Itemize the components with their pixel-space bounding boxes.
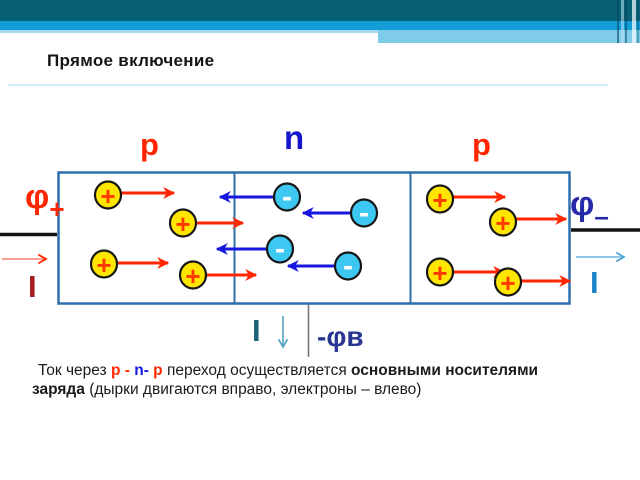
barrier-potential-label: -φв bbox=[317, 321, 364, 352]
electron-carrier: - bbox=[218, 181, 302, 214]
minus-icon: - bbox=[275, 233, 285, 266]
caption-segment: (дырки двигаются вправо, электроны – вле… bbox=[84, 381, 422, 398]
hole-carrier: + bbox=[168, 208, 245, 239]
phi-symbol: φ bbox=[25, 178, 50, 216]
hole-carrier: + bbox=[425, 184, 507, 215]
hole-carrier: + bbox=[89, 249, 170, 280]
header-stripe bbox=[625, 0, 627, 43]
plus-icon: + bbox=[175, 209, 190, 239]
header-stripe bbox=[621, 0, 624, 43]
caption-segment: Ток через bbox=[38, 362, 111, 379]
electron-carrier: - bbox=[301, 197, 379, 230]
plus-icon: + bbox=[500, 268, 515, 298]
plus-icon: + bbox=[432, 258, 447, 288]
header-stripe bbox=[632, 0, 636, 45]
header-stripe bbox=[637, 0, 639, 43]
hole-carrier: + bbox=[493, 267, 572, 298]
caption-segment-n: n- bbox=[134, 362, 154, 379]
slide-title: Прямое включение bbox=[47, 51, 215, 70]
hole-carrier: + bbox=[178, 260, 258, 291]
electron-carrier: - bbox=[286, 250, 363, 283]
phi-plus-subscript: + bbox=[49, 194, 65, 224]
region-label-p-left: p bbox=[140, 127, 159, 162]
plus-icon: + bbox=[495, 208, 510, 238]
current-label-right: I bbox=[590, 265, 599, 300]
plus-icon: + bbox=[185, 261, 200, 291]
header-bar-dark bbox=[0, 0, 640, 21]
caption-segment-p2: p bbox=[153, 362, 163, 379]
header-stripe bbox=[617, 0, 619, 43]
header-bar-pale bbox=[0, 30, 378, 33]
caption-segment-bold: основными носителями заряда bbox=[32, 362, 539, 398]
phi-minus-subscript: – bbox=[594, 201, 609, 231]
region-label-p-right: p bbox=[472, 127, 491, 162]
title-underline-rule bbox=[8, 84, 608, 86]
region-label-n: n bbox=[284, 119, 305, 156]
plus-icon: + bbox=[96, 250, 111, 280]
caption-segment-p1: p - bbox=[110, 362, 135, 379]
minus-icon: - bbox=[282, 181, 292, 214]
caption-segment: переход осуществляется bbox=[162, 362, 352, 379]
plus-icon: + bbox=[432, 185, 447, 215]
caption-text: Ток через p - n- p переход осуществляетс… bbox=[32, 361, 588, 399]
phi-symbol: φ bbox=[570, 185, 595, 223]
hole-carrier: + bbox=[488, 207, 568, 238]
electron-carrier: - bbox=[215, 233, 295, 266]
potential-phi-plus: φ+ bbox=[25, 178, 65, 222]
plus-icon: + bbox=[100, 181, 115, 211]
current-label-left: I bbox=[28, 269, 37, 304]
potential-phi-minus: φ– bbox=[570, 185, 609, 229]
hole-carrier: + bbox=[425, 257, 506, 288]
header-bar-blue bbox=[0, 21, 640, 30]
header-bar-light bbox=[378, 30, 640, 43]
minus-icon: - bbox=[359, 197, 369, 230]
current-label-bottom: I bbox=[252, 313, 261, 348]
minus-icon: - bbox=[343, 250, 353, 283]
hole-carrier: + bbox=[93, 180, 176, 211]
junction-box bbox=[57, 171, 571, 305]
